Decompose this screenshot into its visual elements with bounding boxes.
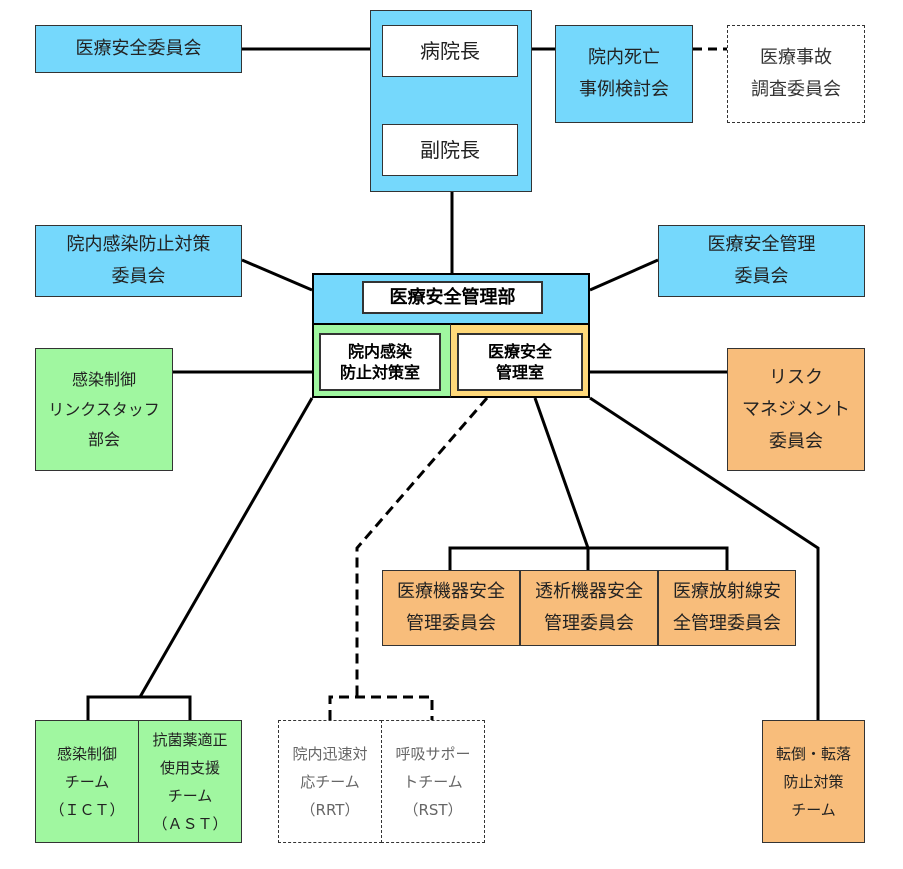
ict-box: 感染制御 チーム （ＩＣＴ） [35, 720, 139, 843]
device-safety-box: 医療機器安全 管理委員会 [382, 570, 520, 646]
line-ict-ast [138, 397, 314, 698]
death-review-box: 院内死亡 事例検討会 [555, 25, 693, 123]
safety-mgmt-committee-box: 医療安全管理 委員会 [658, 225, 865, 297]
director-box: 病院長 [382, 25, 518, 77]
line-infection-committee [241, 258, 313, 292]
safety-mgmt-dept-box: 医療安全管理部 [362, 281, 543, 314]
infection-committee-box: 院内感染防止対策 委員会 [35, 225, 242, 297]
line-safety-mgmt-committee [589, 258, 659, 292]
link-staff-box: 感染制御 リンクスタッフ 部会 [35, 348, 173, 471]
dialysis-safety-box: 透析機器安全 管理委員会 [520, 570, 658, 646]
line-equipment [533, 397, 590, 570]
accident-investigation-box: 医療事故 調査委員会 [727, 25, 865, 123]
ast-box: 抗菌薬適正 使用支援 チーム （ＡＳＴ） [138, 720, 242, 843]
rst-box: 呼吸サポー トチーム （RST） [381, 720, 485, 843]
safety-committee-box: 医療安全委員会 [35, 25, 242, 73]
infection-office-box: 院内感染 防止対策室 [319, 333, 441, 391]
fall-prevention-box: 転倒・転落 防止対策 チーム [762, 720, 865, 843]
bracket-ict-ast [86, 695, 192, 720]
safety-office-box: 医療安全 管理室 [457, 333, 583, 391]
rrt-box: 院内迅速対 応チーム （RRT） [278, 720, 382, 843]
bracket-rrt-rst [328, 695, 434, 720]
line-rrt-rst [355, 397, 489, 697]
radiation-safety-box: 医療放射線安 全管理委員会 [658, 570, 796, 646]
bracket-equipment [448, 546, 729, 570]
line-fall-prevention [589, 396, 820, 720]
vice-director-box: 副院長 [382, 124, 518, 176]
risk-mgmt-box: リスク マネジメント 委員会 [727, 348, 865, 471]
